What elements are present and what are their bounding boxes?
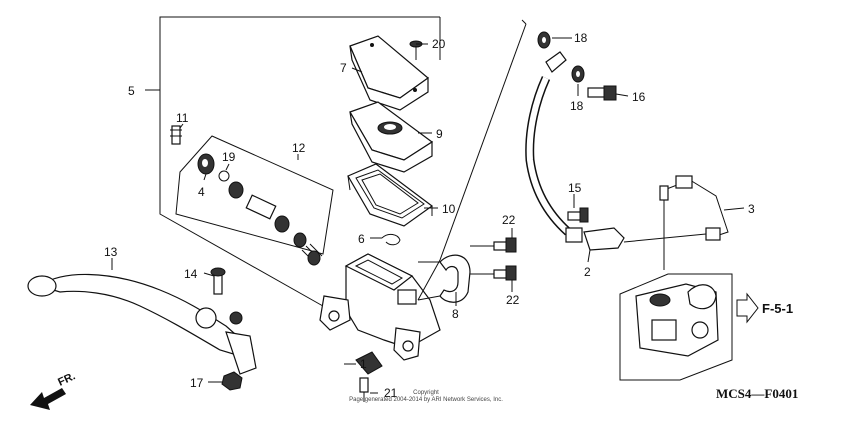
copyright-notice: Copyright Page generated 2004-2014 by AR… (349, 390, 503, 403)
callout-21: 21 (384, 386, 398, 400)
callout-15: 15 (568, 181, 582, 195)
callout-20: 20 (432, 37, 446, 51)
brake-switch (355, 351, 383, 402)
callout-13: 13 (104, 245, 118, 259)
brake-hose (525, 51, 625, 251)
brake-lever (27, 267, 257, 375)
copyright-line-1: Copyright (413, 390, 439, 396)
diaphragm-plate (349, 101, 434, 173)
callout-22a: 22 (502, 213, 516, 227)
assembly-bracket-5 (145, 16, 441, 311)
callout-18a: 18 (574, 31, 588, 45)
callout-7: 7 (340, 61, 347, 75)
modulator-unit (619, 273, 733, 381)
front-direction-arrow: FR. (30, 370, 77, 410)
callout-14: 14 (184, 267, 198, 281)
banjo-hardware (537, 31, 617, 223)
holder-clamp (417, 254, 471, 303)
callout-10: 10 (442, 202, 456, 216)
callout-4: 4 (198, 185, 205, 199)
callout-17: 17 (190, 376, 204, 390)
callout-9: 9 (436, 127, 443, 141)
callout-3: 3 (748, 202, 755, 216)
drawing-code: MCS4—F0401 (716, 386, 798, 401)
callout-11: 11 (176, 111, 189, 125)
clip (381, 233, 401, 246)
callout-12: 12 (292, 141, 306, 155)
callout-8: 8 (452, 307, 459, 321)
bleeder (170, 125, 182, 145)
pivot-nut (221, 371, 243, 391)
callout-18b: 18 (570, 99, 584, 113)
brake-pipe (623, 175, 729, 270)
piston-components (197, 153, 323, 266)
reference-arrow: F-5-1 (736, 292, 793, 324)
callout-22b: 22 (506, 293, 520, 307)
callout-5: 5 (128, 84, 135, 98)
holder-bolts (470, 237, 517, 281)
callout-6: 6 (358, 232, 365, 246)
callout-2: 2 (584, 265, 591, 279)
callout-16: 16 (632, 90, 646, 104)
master-cylinder-body (319, 253, 441, 361)
reference-label: F-5-1 (762, 301, 793, 316)
callout-19: 19 (222, 150, 236, 164)
copyright-line-2: Page generated 2004-2014 by ARI Network … (349, 397, 503, 403)
leader-lines (111, 19, 745, 394)
diaphragm (347, 163, 434, 227)
front-label: FR. (56, 370, 77, 388)
callout-labels: 1 2 3 4 5 6 7 8 9 10 11 12 13 14 15 16 1… (104, 31, 755, 400)
reservoir-cap (349, 35, 429, 111)
piston-kit-frame (175, 135, 334, 255)
callout-1: 1 (360, 357, 367, 371)
